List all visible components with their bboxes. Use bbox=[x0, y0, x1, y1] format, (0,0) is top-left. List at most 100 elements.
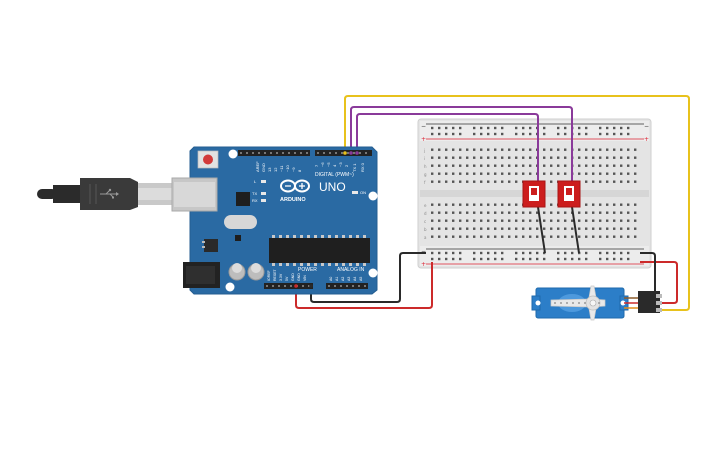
wire-purple-switch-left[interactable] bbox=[356, 113, 539, 182]
breadboard-hole bbox=[627, 172, 630, 175]
rail-hole bbox=[522, 257, 525, 261]
slide-switch-right[interactable] bbox=[557, 180, 581, 208]
switch-slider[interactable] bbox=[566, 188, 572, 195]
usb-cable[interactable] bbox=[37, 178, 174, 210]
breadboard-hole bbox=[438, 235, 441, 238]
breadboard-hole bbox=[466, 235, 469, 238]
breadboard-hole bbox=[494, 219, 497, 222]
breadboard-hole bbox=[445, 203, 448, 206]
breadboard-hole bbox=[557, 156, 560, 159]
breadboard-hole bbox=[557, 148, 560, 151]
header-pin bbox=[335, 152, 337, 154]
rail-plus-sign-bottom: + bbox=[421, 261, 426, 268]
pin-label: GND bbox=[291, 273, 295, 281]
breadboard-hole bbox=[473, 172, 476, 175]
rail-hole bbox=[564, 257, 567, 261]
top-pin-header-left[interactable] bbox=[238, 150, 310, 156]
power-pin-labels: IOREF RESET 3.3V 5V GND GND VIN bbox=[267, 268, 307, 281]
breadboard-hole bbox=[599, 203, 602, 206]
rail-hole bbox=[571, 251, 574, 255]
micro-servo[interactable] bbox=[531, 285, 662, 321]
power-pin-header[interactable] bbox=[264, 283, 313, 289]
rail-hole bbox=[606, 251, 609, 255]
horn-hole bbox=[572, 302, 574, 304]
wire-black-ground[interactable] bbox=[310, 252, 426, 303]
breadboard-holes bbox=[431, 126, 637, 261]
breadboard-hole bbox=[529, 219, 532, 222]
wire-purple-switch-right[interactable] bbox=[350, 106, 573, 182]
usb-icon bbox=[100, 188, 119, 199]
breadboard-hole bbox=[613, 219, 616, 222]
servo-horn[interactable] bbox=[550, 285, 606, 321]
breadboard-hole bbox=[515, 227, 518, 230]
pin-label: A3 bbox=[347, 277, 351, 281]
digital-header-label: DIGITAL (PWM~) bbox=[315, 172, 354, 178]
horn-hole bbox=[584, 302, 586, 304]
breadboard-hole bbox=[634, 172, 637, 175]
rail-hole bbox=[431, 126, 434, 130]
rail-hole bbox=[445, 132, 448, 136]
wire-switch-left-to-ground[interactable] bbox=[537, 206, 546, 254]
breadboard-hole bbox=[564, 164, 567, 167]
breadboard-hole bbox=[557, 211, 560, 214]
breadboard-hole bbox=[606, 156, 609, 159]
breadboard-hole bbox=[620, 219, 623, 222]
breadboard-hole bbox=[459, 148, 462, 151]
mounting-hole bbox=[225, 282, 235, 292]
rail-hole bbox=[529, 257, 532, 261]
breadboard-hole bbox=[501, 180, 504, 183]
rail-minus-sign-right: − bbox=[644, 123, 649, 130]
breadboard-hole bbox=[585, 211, 588, 214]
breadboard-hole bbox=[431, 227, 434, 230]
breadboard-hole bbox=[543, 219, 546, 222]
wire-red-power[interactable] bbox=[295, 262, 433, 309]
header-pin bbox=[346, 285, 348, 287]
breadboard-hole bbox=[466, 148, 469, 151]
breadboard-hole bbox=[592, 156, 595, 159]
breadboard-hole bbox=[585, 148, 588, 151]
header-pin bbox=[353, 152, 355, 154]
breadboard-hole bbox=[466, 219, 469, 222]
wire-yellow-signal[interactable] bbox=[344, 95, 690, 311]
wire-switch-right-to-ground[interactable] bbox=[571, 206, 580, 254]
pin-label: RX 0 bbox=[360, 162, 365, 172]
reset-button-cap[interactable] bbox=[203, 154, 213, 165]
header-pin bbox=[270, 152, 272, 154]
breadboard-hole bbox=[613, 227, 616, 230]
breadboard-hole bbox=[536, 235, 539, 238]
header-pin bbox=[290, 285, 292, 287]
header-pin bbox=[302, 285, 304, 287]
pin-label: ~6 bbox=[320, 162, 325, 167]
rail-hole bbox=[543, 132, 546, 136]
chip-leg bbox=[300, 235, 303, 238]
breadboard-hole bbox=[578, 156, 581, 159]
breadboard-hole bbox=[592, 164, 595, 167]
breadboard-hole bbox=[585, 203, 588, 206]
rail-hole bbox=[585, 126, 588, 130]
wire-red-servo-power[interactable] bbox=[640, 261, 678, 304]
switch-slider[interactable] bbox=[531, 188, 537, 195]
breadboard-hole bbox=[634, 156, 637, 159]
arduino-uno-board[interactable]: AREF GND 13 12 ~11 ~10 ~9 8 7 ~6 ~5 4 ~3… bbox=[171, 146, 378, 295]
chip-leg bbox=[349, 263, 352, 266]
breadboard-hole bbox=[634, 180, 637, 183]
breadboard-hole bbox=[592, 211, 595, 214]
breadboard-hole bbox=[543, 148, 546, 151]
wire-black-servo-ground[interactable] bbox=[640, 252, 662, 297]
servo-connector[interactable] bbox=[638, 291, 660, 313]
rail-hole bbox=[571, 257, 574, 261]
breadboard-hole bbox=[550, 172, 553, 175]
horn-hole bbox=[578, 302, 580, 304]
breadboard-hole bbox=[613, 148, 616, 151]
breadboard-hole bbox=[606, 164, 609, 167]
header-pin bbox=[294, 152, 296, 154]
breadboard-hole bbox=[487, 219, 490, 222]
rail-hole bbox=[599, 257, 602, 261]
breadboard-hole bbox=[452, 227, 455, 230]
rail-hole bbox=[438, 251, 441, 255]
breadboard-hole bbox=[459, 219, 462, 222]
slide-switch-left[interactable] bbox=[522, 180, 546, 208]
breadboard-hole bbox=[550, 180, 553, 183]
breadboard-hole bbox=[585, 156, 588, 159]
breadboard-hole bbox=[459, 164, 462, 167]
